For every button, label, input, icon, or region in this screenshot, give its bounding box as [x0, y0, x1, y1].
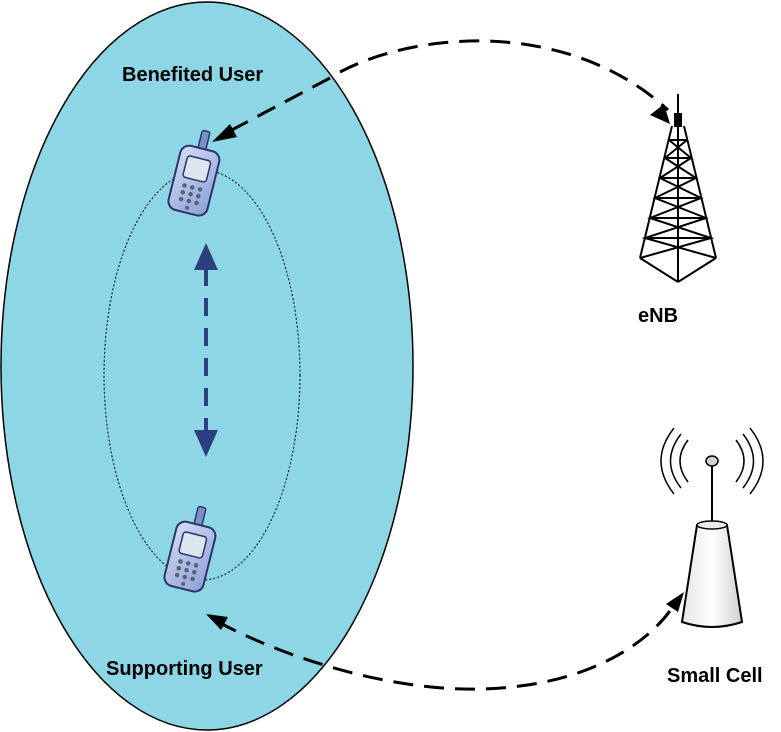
enb-label: eNB: [638, 305, 678, 327]
small-cell-label: Small Cell: [667, 665, 763, 687]
small-cell-link-arrow: [206, 592, 684, 691]
supporting-user-label: Supporting User: [106, 658, 263, 680]
benefited-user-label: Benefited User: [122, 64, 263, 86]
enb-link-arrow: [212, 39, 670, 142]
small-cell-antenna-icon: [660, 427, 764, 628]
enb-tower-icon: [639, 94, 717, 283]
d2d-link-arrow: [194, 243, 218, 457]
